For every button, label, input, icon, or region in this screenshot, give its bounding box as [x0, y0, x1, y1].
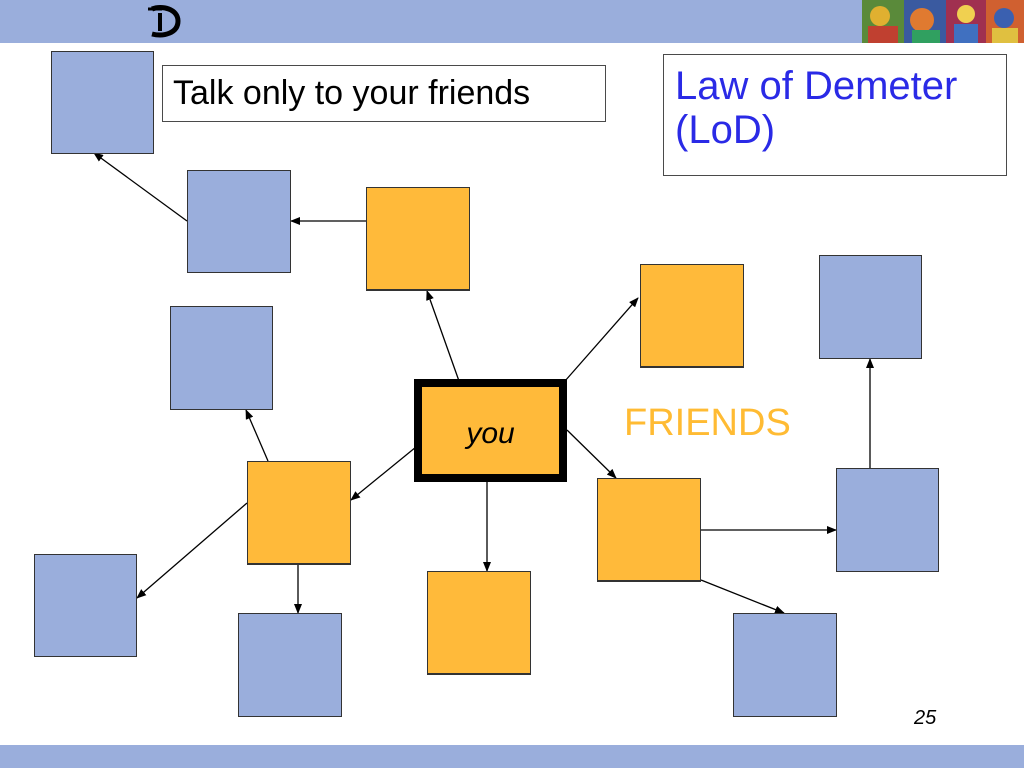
slide-title: Law of Demeter (LoD): [663, 54, 1007, 176]
dependency-arrow-5: [566, 429, 617, 479]
dependency-arrow-3: [350, 446, 417, 501]
friend-node-3: [366, 187, 470, 291]
stranger-node-1: [51, 51, 154, 154]
dependency-arrow-9: [136, 502, 248, 599]
friends-label: FRIENDS: [624, 402, 791, 444]
header-artwork: [862, 0, 1024, 43]
page-number: 25: [914, 707, 937, 729]
stranger-node-4: [170, 306, 273, 410]
title-line-1: Law of Demeter: [675, 64, 958, 108]
friend-node-7: [247, 461, 351, 565]
dependency-arrow-1: [426, 290, 460, 382]
dependency-arrow-8: [245, 409, 269, 462]
friend-node-11: [427, 571, 531, 675]
tagline: Talk only to your friends: [162, 65, 606, 122]
you-node: you: [414, 379, 567, 482]
stranger-node-12: [238, 613, 342, 717]
dependency-arrow-7: [93, 152, 188, 222]
friend-node-5: [640, 264, 744, 368]
company-logo: [148, 5, 181, 38]
dependency-arrow-2: [564, 297, 639, 382]
dependency-arrow-13: [700, 579, 785, 614]
stranger-node-9: [836, 468, 939, 572]
you-label: you: [466, 417, 515, 450]
stranger-node-10: [34, 554, 137, 657]
stranger-node-6: [819, 255, 922, 359]
bottom-banner: [0, 745, 1024, 768]
stranger-node-2: [187, 170, 291, 273]
stranger-node-13: [733, 613, 837, 717]
title-line-2: (LoD): [675, 108, 776, 152]
friend-node-8: [597, 478, 701, 582]
